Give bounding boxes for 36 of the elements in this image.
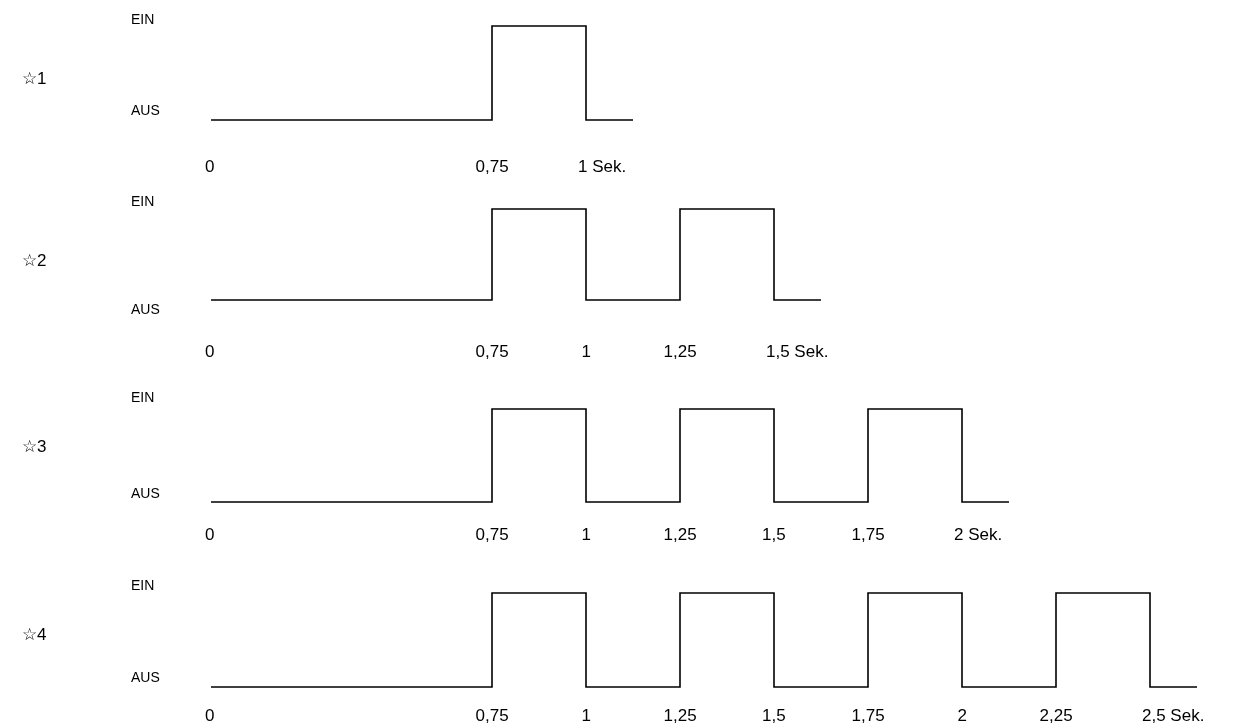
time-label: 1,75 — [851, 526, 885, 543]
time-label: 1 — [581, 526, 591, 543]
state-label: EIN — [131, 578, 155, 592]
time-label: 2,25 — [1039, 707, 1073, 724]
time-label: 2 — [957, 707, 967, 724]
state-label: EIN — [131, 194, 155, 208]
row-label: ☆3 — [22, 438, 47, 455]
time-label: 0 — [205, 158, 215, 175]
time-label: 1 — [581, 707, 591, 724]
time-label: 1,25 — [663, 343, 697, 360]
state-label: AUS — [131, 486, 160, 500]
time-label: 1,25 — [663, 707, 697, 724]
time-label: 1 — [581, 343, 591, 360]
time-label: 0,75 — [475, 158, 509, 175]
state-label: AUS — [131, 302, 160, 316]
time-label: 0 — [205, 707, 215, 724]
time-label: 2,5 Sek. — [1142, 707, 1205, 724]
time-label: 1,5 — [762, 526, 786, 543]
row-label: ☆2 — [22, 252, 47, 269]
time-label: 0,75 — [475, 707, 509, 724]
state-label: AUS — [131, 103, 160, 117]
time-label: 1,5 — [762, 707, 786, 724]
state-label: AUS — [131, 670, 160, 684]
time-label: 0 — [205, 343, 215, 360]
time-label: 2 Sek. — [954, 526, 1003, 543]
time-label: 0 — [205, 526, 215, 543]
state-label: EIN — [131, 390, 155, 404]
time-label: 0,75 — [475, 526, 509, 543]
time-label: 1,25 — [663, 526, 697, 543]
time-label: 0,75 — [475, 343, 509, 360]
time-label: 1,5 Sek. — [766, 343, 829, 360]
row-label: ☆4 — [22, 626, 47, 643]
time-label: 1 Sek. — [578, 158, 627, 175]
time-label: 1,75 — [851, 707, 885, 724]
row-label: ☆1 — [22, 70, 47, 87]
state-label: EIN — [131, 12, 155, 26]
